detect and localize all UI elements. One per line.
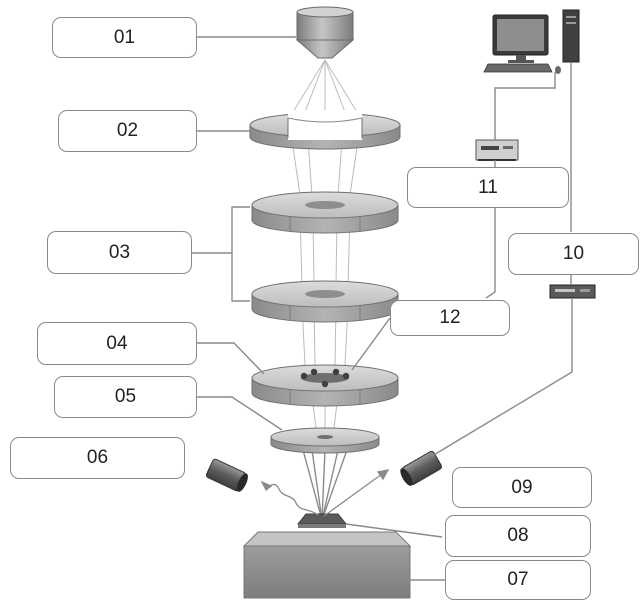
condenser-aperture <box>249 110 401 150</box>
label-03: 03 <box>47 231 192 274</box>
focused-probe <box>302 449 348 521</box>
backscatter-signal <box>323 469 390 517</box>
electron-gun <box>295 6 355 59</box>
secondary-electron-signal <box>260 480 319 516</box>
label-10: 10 <box>508 233 639 275</box>
label-05: 05 <box>54 376 197 418</box>
leader-04 <box>197 342 265 375</box>
backscatter-detector <box>400 450 442 486</box>
bracket-03 <box>231 206 250 302</box>
label-07: 07 <box>445 560 591 600</box>
sample-stage <box>242 531 412 599</box>
secondary-electron-detector <box>205 458 248 492</box>
label-02: 02 <box>58 110 197 152</box>
label-06: 06 <box>10 437 185 479</box>
control-unit-10 <box>549 284 596 299</box>
label-08: 08 <box>445 515 591 557</box>
label-01: 01 <box>52 17 197 58</box>
specimen <box>296 513 348 528</box>
label-09: 09 <box>452 467 592 508</box>
control-unit-11 <box>475 139 519 161</box>
scan-coils <box>300 368 350 388</box>
leader-05 <box>197 396 283 431</box>
computer-workstation <box>483 9 580 74</box>
condenser-lens-lower <box>251 280 399 323</box>
leader-12 <box>351 317 391 371</box>
label-04: 04 <box>37 322 197 365</box>
objective-aperture <box>270 427 380 454</box>
objective-lens <box>251 364 399 407</box>
label-12: 12 <box>390 300 510 336</box>
leader-08 <box>345 523 443 538</box>
leader-lines <box>192 36 445 581</box>
signal-cables <box>431 62 573 457</box>
condenser-lens-upper <box>251 191 399 234</box>
label-11: 11 <box>407 167 569 208</box>
